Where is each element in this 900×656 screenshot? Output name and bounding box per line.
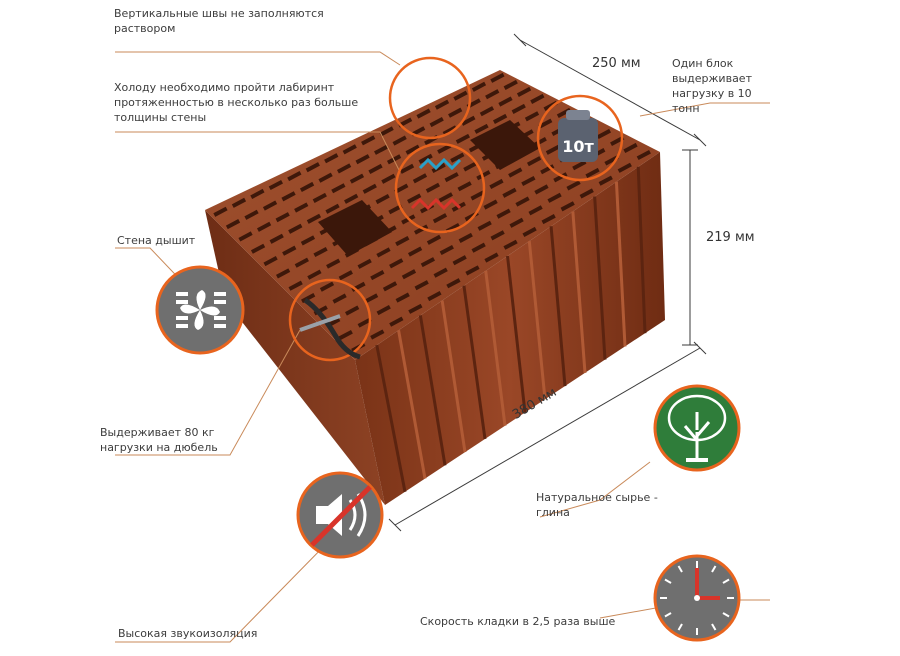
- dimension-width: 250 мм: [592, 56, 641, 71]
- label-block-load: Один блок выдерживает нагрузку в 10 тонн: [672, 57, 752, 115]
- clay-block: [205, 70, 665, 505]
- cold-path-icon: [418, 157, 462, 171]
- dimension-lines: [388, 33, 707, 532]
- label-wall-breathes: Стена дышит: [117, 234, 196, 247]
- block-front-face: [355, 152, 665, 505]
- label-sound-insulation: Высокая звукоизоляция: [118, 627, 258, 640]
- callout-load: [536, 94, 624, 182]
- block-top-face: [205, 70, 660, 360]
- width-dim-line: [519, 39, 701, 141]
- dowel-icon: [299, 297, 361, 360]
- label-dowel-load: Выдерживает 80 кг нагрузки на дюбель: [100, 426, 218, 454]
- handling-hole-right: [470, 120, 540, 170]
- leader-lines: [115, 51, 770, 643]
- callouts: [288, 56, 624, 362]
- length-dim-line: [394, 347, 701, 526]
- handling-hole-left: [318, 200, 392, 256]
- weight-icon: 10т: [558, 110, 598, 162]
- label-vertical-joints: Вертикальные швы не заполняются растворо…: [114, 7, 324, 35]
- callout-labyrinth: [394, 142, 486, 234]
- block-side-face: [205, 210, 385, 505]
- callout-dowel: [288, 278, 372, 362]
- heat-path-icon: [410, 197, 462, 211]
- label-cold-labyrinth: Холоду необходимо пройти лабиринт протяж…: [114, 81, 359, 124]
- ventilation-fan-icon: [155, 265, 245, 355]
- tree-icon: [653, 384, 741, 472]
- label-natural-raw: Натуральное сырье - глина: [536, 491, 658, 519]
- dimension-height: 219 мм: [706, 230, 755, 245]
- label-laying-speed: Скорость кладки в 2,5 раза выше: [420, 615, 616, 628]
- block-grooves: [375, 166, 647, 493]
- callout-joints: [388, 56, 472, 140]
- weight-label: 10т: [562, 137, 594, 156]
- clock-icon: [653, 554, 741, 642]
- mute-sound-icon: [296, 471, 384, 559]
